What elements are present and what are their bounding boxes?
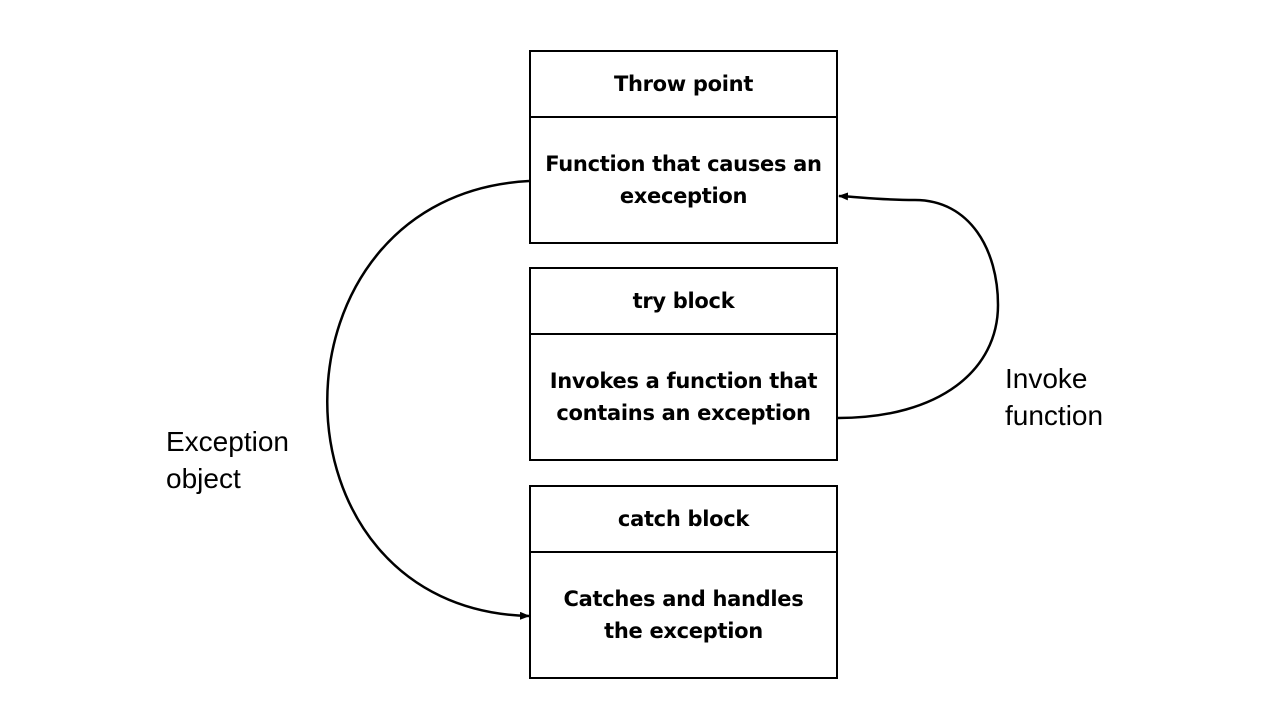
catch-block-node: catch block Catches and handles the exce…	[529, 485, 838, 679]
throw-point-body: Function that causes an exeception	[545, 152, 822, 208]
exception-object-arrow	[326, 179, 530, 620]
catch-block-body: Catches and handles the exception	[563, 587, 804, 643]
exception-object-label: Exception object	[166, 426, 289, 494]
catch-block-header: catch block	[531, 487, 836, 553]
invoke-function-label: Invoke function	[1005, 363, 1104, 431]
try-block-header: try block	[531, 269, 836, 335]
invoke-function-arrow	[837, 192, 1000, 420]
throw-point-node: Throw point Function that causes an exec…	[529, 50, 838, 244]
try-block-node: try block Invokes a function that contai…	[529, 267, 838, 461]
throw-point-header: Throw point	[531, 52, 836, 118]
try-block-body: Invokes a function that contains an exce…	[549, 369, 818, 425]
